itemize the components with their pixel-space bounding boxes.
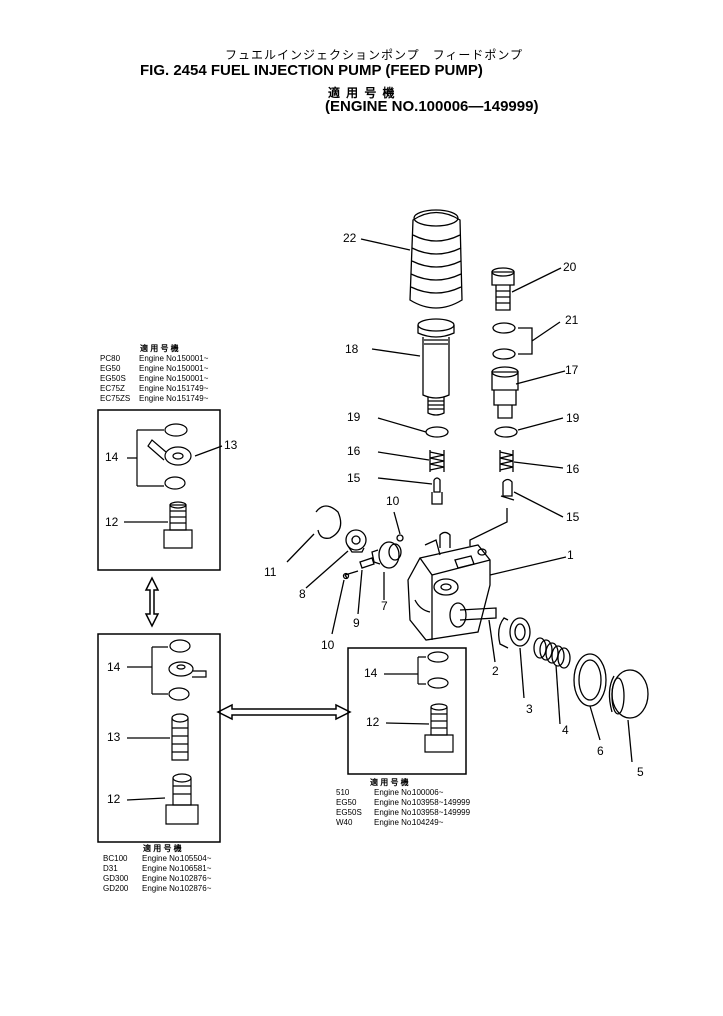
japanese-title: フュエルインジェクションポンプ フィードポンプ	[225, 48, 524, 62]
snap-ring-part-11	[315, 505, 342, 539]
callout-22: 22	[343, 231, 357, 245]
table-heading: 適 用 号 機	[370, 778, 409, 787]
washer-part-19-right	[494, 426, 518, 438]
bolt-part-12-right	[424, 703, 454, 753]
washer-part-19-left	[425, 426, 449, 438]
pump-body-part-1	[407, 531, 497, 641]
variant-box-left-bottom	[97, 633, 221, 843]
callout-12-left-top: 12	[105, 515, 119, 529]
callout-19-left: 19	[347, 410, 361, 424]
callout-10-lower: 10	[321, 638, 335, 652]
callout-1: 1	[567, 548, 574, 562]
screw-part-10-upper	[396, 534, 404, 542]
stud-part-13-left-bottom	[171, 713, 189, 761]
callout-14-left-bottom: 14	[107, 660, 121, 674]
sleeve-part-3	[498, 617, 531, 649]
double-arrow-vertical	[144, 576, 160, 628]
spring-part-16-right	[499, 450, 514, 472]
callout-2: 2	[492, 664, 499, 678]
callout-14-right: 14	[364, 666, 378, 680]
callout-5: 5	[637, 765, 644, 779]
callout-17: 17	[565, 363, 579, 377]
spring-part-16-left	[429, 450, 445, 472]
table-heading: 適 用 号 機	[143, 844, 182, 853]
variant-box-left-top	[97, 409, 221, 571]
callout-16-right: 16	[566, 462, 580, 476]
callout-16-left: 16	[347, 444, 361, 458]
connector-part-17	[491, 366, 519, 419]
nut-part-14-left-bottom	[168, 661, 207, 678]
callout-15-right: 15	[566, 510, 580, 524]
cylinder-part-8	[345, 529, 367, 553]
leader-lines	[286, 238, 633, 763]
callout-15-left: 15	[347, 471, 361, 485]
spring-part-4	[533, 637, 571, 669]
callout-6: 6	[597, 744, 604, 758]
callout-9: 9	[353, 616, 360, 630]
callout-13-left-bottom: 13	[107, 730, 121, 744]
callout-11: 11	[264, 565, 277, 579]
callout-12-left-bottom: 12	[107, 792, 121, 806]
japanese-applicability-heading: 適 用 号 機	[328, 86, 396, 100]
table-heading: 適 用 号 機	[140, 344, 179, 353]
washer-part-21-upper	[492, 322, 516, 334]
bolt-part-12-left-bottom	[165, 773, 199, 825]
double-arrow-horizontal	[216, 703, 352, 721]
banjo-bolt-part-20	[491, 267, 515, 311]
bellows-boot-part-22	[409, 209, 463, 309]
banjo-part-13-left-top	[147, 439, 192, 466]
callout-8: 8	[299, 587, 306, 601]
plug-part-5	[608, 669, 649, 719]
callout-7: 7	[381, 599, 388, 613]
engine-number-range: (ENGINE NO.100006—149999)	[325, 98, 539, 115]
callout-10-upper: 10	[386, 494, 400, 508]
washer-part-21-lower	[492, 348, 516, 360]
plunger-part-18	[417, 318, 455, 416]
screw-part-10-lower	[342, 570, 359, 580]
callout-3: 3	[526, 702, 533, 716]
figure-title: FIG. 2454 FUEL INJECTION PUMP (FEED PUMP…	[140, 62, 483, 79]
bolt-part-12-left-top	[163, 501, 193, 549]
valve-part-15-left	[431, 477, 443, 505]
pin-part-9	[359, 557, 375, 569]
callout-4: 4	[562, 723, 569, 737]
gasket-part-6	[573, 653, 607, 707]
callout-14-left-top: 14	[105, 450, 119, 464]
callout-20: 20	[563, 260, 577, 274]
callout-18: 18	[345, 342, 359, 356]
collar-part-7	[371, 541, 402, 569]
callout-12-right: 12	[366, 715, 380, 729]
callout-21: 21	[565, 313, 579, 327]
callout-19-right: 19	[566, 411, 580, 425]
valve-part-15-right	[500, 478, 515, 501]
callout-13-left-top: 13	[224, 438, 238, 452]
